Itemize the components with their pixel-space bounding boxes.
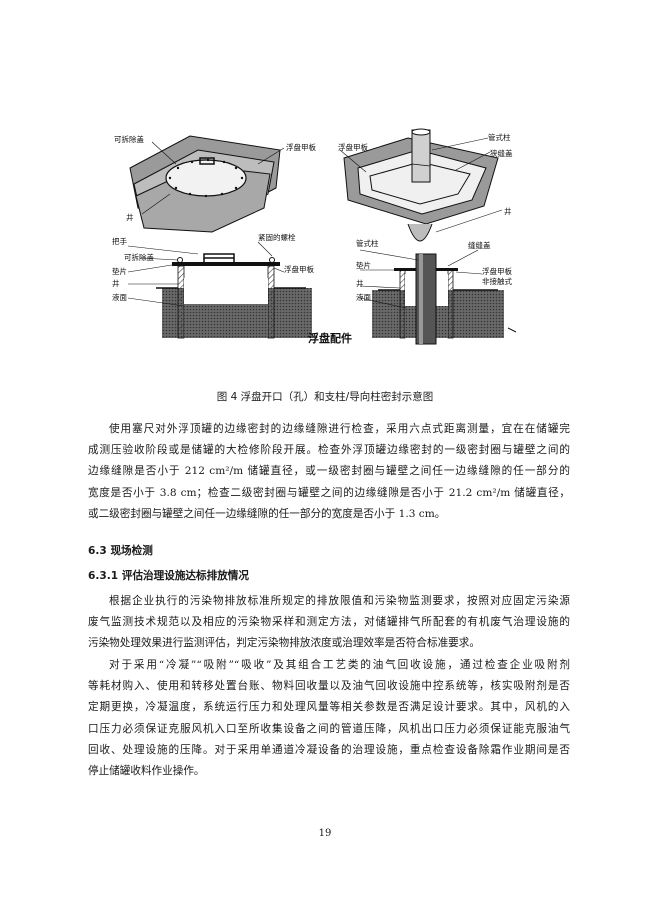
- paragraph-line: 污染物处理效果进行监测评估，判定污染物排放浓度或治理效率是否符合标准要求。: [88, 637, 480, 650]
- label-tl-deck: 浮盘甲板: [286, 142, 316, 152]
- bottom-right-column-section: 管式柱 缝缝盖 垫片 浮盘甲板 非接触式 井 液面: [356, 238, 517, 345]
- label-tr-well: 井: [504, 206, 512, 216]
- label-tr-slot-cover: 狭缝盖: [490, 148, 513, 158]
- section-heading-6-3-1: 6.3.1 评估治理设施达标排放情况: [88, 570, 249, 582]
- section-heading-6-3: 6.3 现场检测: [88, 545, 153, 557]
- label-bl-handle: 把手: [112, 236, 127, 246]
- label-tr-pipe-column: 管式柱: [488, 132, 511, 142]
- label-br-slot-cover: 缝缝盖: [468, 240, 491, 250]
- label-br-noncontact: 非接触式: [482, 276, 512, 286]
- paragraph-line: 口压力必须保证克服风机入口至所收集设备之间的管道压降，风机出口压力必须保证能克服…: [88, 722, 570, 735]
- paragraph-line: 停止储罐收料作业操作。: [88, 765, 205, 778]
- paragraph-line: 等耗材购入、使用和转移处置台账、物料回收量以及油气回收设施中控系统等，核实吸附剂…: [88, 680, 570, 693]
- paragraph-line: 边缘缝隙是否小于 212 cm²/m 储罐直径，或一级密封圈与罐壁之间任一边缘缝…: [88, 465, 570, 478]
- label-br-liquid: 液面: [356, 292, 371, 302]
- paragraph-line: 或二级密封圈与罐壁之间任一边缘缝隙的任一部分的宽度是否小于 1.3 cm。: [88, 507, 446, 520]
- paragraph-rim-seal-inspection: 使用塞尺对外浮顶罐的边缘密封的边缘缝隙进行检查，采用六点式距离测量，宜在在储罐完…: [88, 419, 570, 525]
- label-br-well: 井: [356, 278, 364, 288]
- top-left-cover-drawing: 可拆除盖 浮盘甲板 井: [114, 134, 316, 233]
- label-bl-deck: 浮盘甲板: [284, 264, 314, 274]
- paragraph-line: 对于采用“冷凝”“吸附”“吸收”及其组合工艺类的油气回收设施，通过检查企业吸附剂: [109, 659, 570, 671]
- label-bl-removable-cover: 可拆除盖: [124, 252, 154, 262]
- label-bl-well: 井: [112, 278, 120, 288]
- paragraph-line: 成测压验收阶段或是储罐的大检修阶段开展。检查外浮顶罐边缘密封的一级密封圈与罐壁之…: [88, 444, 570, 457]
- label-bl-bolt: 紧固的螺栓: [258, 232, 296, 242]
- floating-roof-fittings-figure: 可拆除盖 浮盘甲板 井 浮盘甲板 管式柱 狭缝盖 井: [108, 128, 528, 368]
- paragraph-vapor-recovery-check: 对于采用“冷凝”“吸附”“吸收”及其组合工艺类的油气回收设施，通过检查企业吸附剂…: [88, 655, 570, 782]
- bottom-left-cover-section: 把手 紧固的螺栓 可拆除盖 浮盘甲板 垫片 井 液面: [112, 232, 314, 339]
- label-br-gasket: 垫片: [356, 260, 371, 270]
- label-tr-deck: 浮盘甲板: [338, 142, 368, 152]
- page-number: 19: [318, 828, 332, 839]
- paragraph-line: 根据企业执行的污染物排放标准所规定的排放限值和污染物监测要求，按照对应固定污染源: [109, 595, 570, 607]
- figure-caption: 图 4 浮盘开口（孔）和支柱/导向柱密封示意图: [216, 391, 434, 403]
- paragraph-line: 宽度是否小于 3.8 cm；检查二级密封圈与罐壁之间的边缘缝隙是否小于 21.2…: [88, 486, 570, 499]
- fittings-title: 浮盘配件: [308, 331, 352, 345]
- label-bl-liquid: 液面: [112, 292, 127, 302]
- top-right-column-drawing: 浮盘甲板 管式柱 狭缝盖 井: [338, 128, 513, 242]
- label-br-deck: 浮盘甲板: [482, 266, 512, 276]
- label-bl-gasket: 垫片: [112, 266, 127, 276]
- paragraph-emission-evaluation: 根据企业执行的污染物排放标准所规定的排放限值和污染物监测要求，按照对应固定污染源…: [88, 591, 570, 655]
- paragraph-line: 定期更换，冷凝温度，系统运行压力和处理风量等相关参数是否满足设计要求。其中，风机…: [88, 701, 570, 714]
- fittings-diagram: 可拆除盖 浮盘甲板 井 浮盘甲板 管式柱 狭缝盖 井: [112, 128, 517, 345]
- paragraph-line: 废气监测技术规范以及相应的污染物采样和测定方法，对储罐排气所配套的有机废气治理设…: [88, 616, 570, 629]
- label-tl-well: 井: [126, 212, 134, 222]
- label-tl-removable-cover: 可拆除盖: [114, 134, 144, 144]
- label-br-pipe-column: 管式柱: [356, 238, 379, 248]
- paragraph-line: 回收、处理设施的压降。对于采用单通道冷凝设备的治理设施，重点检查设备除霜作业期间…: [88, 743, 570, 756]
- paragraph-line: 使用塞尺对外浮顶罐的边缘密封的边缘缝隙进行检查，采用六点式距离测量，宜在在储罐完: [109, 423, 570, 435]
